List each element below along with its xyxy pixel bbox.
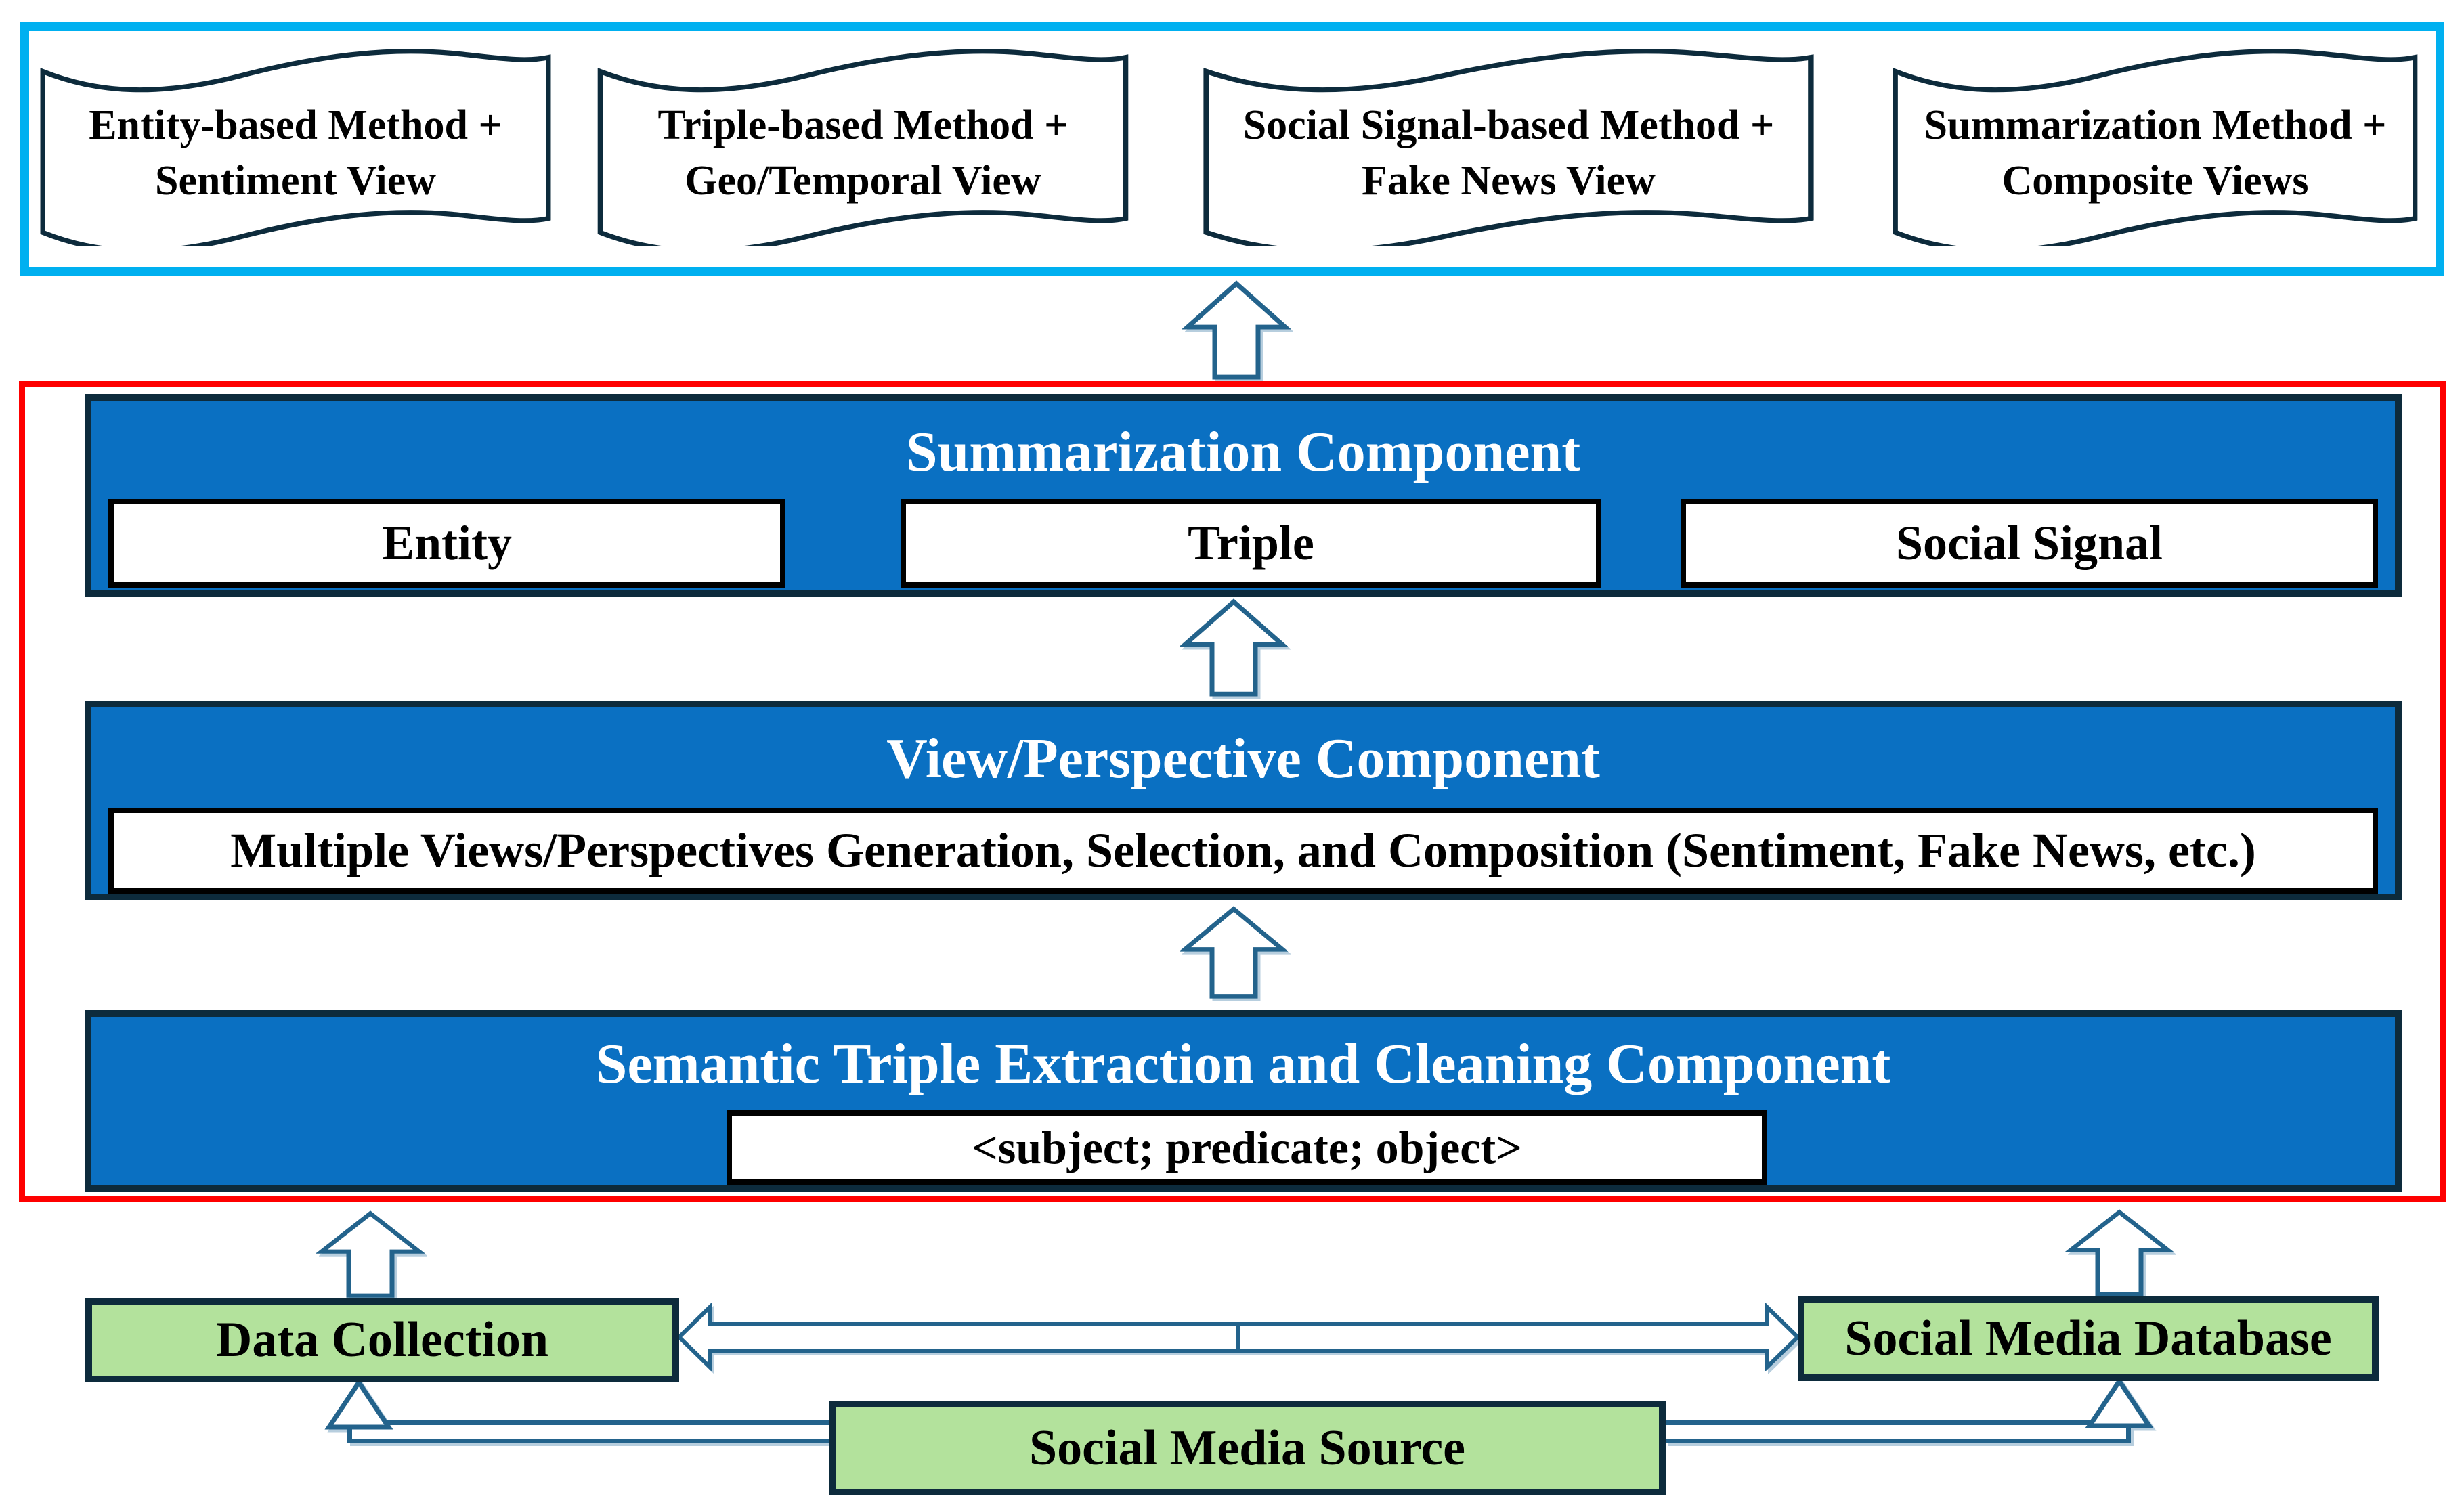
- social-media-database-label: Social Media Database: [1844, 1311, 2332, 1366]
- elbow-up-arrow-icon: [1666, 1376, 2154, 1443]
- summary-outputs-panel: Entity-based Method + Sentiment View Tri…: [20, 22, 2444, 276]
- multiple-views-label: Multiple Views/Perspectives Generation, …: [230, 823, 2256, 877]
- component-title: Semantic Triple Extraction and Cleaning …: [595, 1032, 1891, 1095]
- multiple-views-box: Multiple Views/Perspectives Generation, …: [108, 808, 2378, 894]
- flag-label: Summarization Method + Composite Views: [1890, 43, 2421, 246]
- double-arrow-icon: [679, 1303, 1798, 1371]
- flag-line1: Summarization Method +: [1924, 102, 2387, 149]
- social-signal-box: Social Signal: [1681, 499, 2378, 588]
- wave-shape-icon: [597, 49, 1129, 246]
- flag-line1: Triple-based Method +: [657, 102, 1068, 149]
- flag-label: Entity-based Method + Sentiment View: [37, 43, 554, 246]
- up-arrow-icon: [1180, 906, 1288, 999]
- data-collection-box: Data Collection: [85, 1298, 679, 1382]
- view-perspective-component: View/Perspective Component Multiple View…: [85, 701, 2402, 900]
- flag-label: Social Signal-based Method + Fake News V…: [1200, 43, 1817, 246]
- triple-box: Triple: [901, 499, 1601, 588]
- wave-shape-icon: [1203, 49, 1814, 246]
- flag-social-signal-fakenews: Social Signal-based Method + Fake News V…: [1200, 43, 1817, 246]
- up-arrow-icon: [316, 1210, 425, 1298]
- summarization-system-panel: Summarization Component Entity Triple So…: [19, 381, 2446, 1202]
- up-arrow-icon: [1180, 598, 1288, 697]
- flag-entity-sentiment: Entity-based Method + Sentiment View: [37, 43, 554, 246]
- triple-label: Triple: [1188, 516, 1314, 570]
- social-signal-label: Social Signal: [1895, 516, 2163, 570]
- elbow-up-arrow-icon: [324, 1378, 829, 1443]
- wave-shape-icon: [40, 49, 551, 246]
- social-media-source-label: Social Media Source: [1029, 1420, 1466, 1476]
- flag-line1: Social Signal-based Method +: [1242, 102, 1775, 149]
- up-arrow-icon: [1182, 280, 1291, 380]
- flag-label: Triple-based Method + Geo/Temporal View: [595, 43, 1131, 246]
- flag-summarization-composite: Summarization Method + Composite Views: [1890, 43, 2421, 246]
- triple-format-box: <subject; predicate; object>: [727, 1110, 1767, 1185]
- component-title: View/Perspective Component: [886, 726, 1600, 790]
- summarization-component: Summarization Component Entity Triple So…: [85, 394, 2402, 597]
- flag-line2: Fake News View: [1362, 158, 1656, 204]
- wave-shape-icon: [1893, 49, 2418, 246]
- entity-box: Entity: [108, 499, 785, 588]
- triple-format-label: <subject; predicate; object>: [972, 1121, 1522, 1173]
- up-arrow-icon: [2065, 1209, 2174, 1296]
- component-title: Summarization Component: [905, 420, 1581, 483]
- flag-line2: Geo/Temporal View: [685, 158, 1041, 204]
- social-media-database-box: Social Media Database: [1798, 1296, 2379, 1381]
- flag-triple-geotemporal: Triple-based Method + Geo/Temporal View: [595, 43, 1131, 246]
- flag-line2: Sentiment View: [154, 158, 437, 204]
- entity-label: Entity: [381, 516, 513, 570]
- flag-line2: Composite Views: [2002, 158, 2309, 204]
- data-collection-label: Data Collection: [215, 1312, 549, 1368]
- semantic-triple-component: Semantic Triple Extraction and Cleaning …: [85, 1010, 2402, 1192]
- flag-line1: Entity-based Method +: [89, 102, 502, 149]
- social-media-source-box: Social Media Source: [829, 1401, 1666, 1495]
